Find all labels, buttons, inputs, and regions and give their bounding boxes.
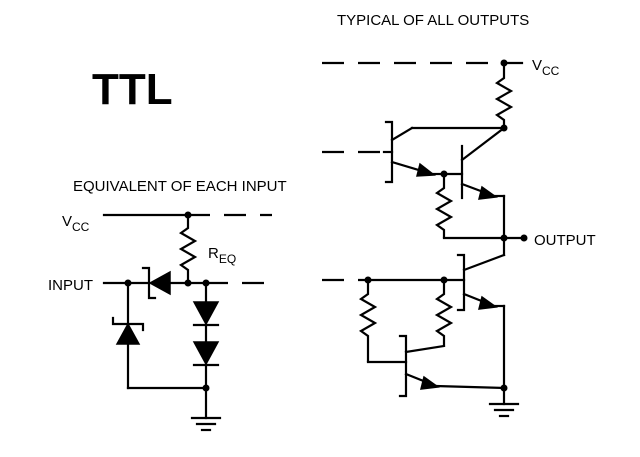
- schottky-bar: [141, 266, 157, 300]
- title-ttl: TTL: [92, 65, 173, 114]
- input-label: INPUT: [48, 277, 93, 294]
- base-resistor-left: [358, 280, 378, 362]
- schottky-diode-input: [148, 270, 171, 296]
- output-terminal: [520, 234, 528, 242]
- upper-output-transistor: [442, 126, 506, 240]
- input-ground-icon: [190, 416, 222, 432]
- output-circuit: VCC: [322, 57, 596, 418]
- output-label: OUTPUT: [534, 232, 596, 249]
- output-vcc-label: VCC: [532, 57, 560, 78]
- req-label: REQ: [208, 245, 236, 266]
- series-diode-2: [192, 341, 220, 366]
- pullup-resistor: [494, 63, 514, 128]
- base-resistor-right: [434, 280, 454, 346]
- series-diode-1: [192, 301, 220, 326]
- output-ground-icon: [488, 402, 520, 418]
- driver-transistor: [322, 120, 446, 184]
- clamp-schottky-bar: [111, 316, 145, 332]
- emitter-resistor: [434, 174, 454, 238]
- inputs-heading: EQUIVALENT OF EACH INPUT: [73, 178, 287, 195]
- junction-dot: [202, 384, 210, 392]
- req-resistor: [178, 215, 198, 282]
- clamp-diode: [115, 322, 141, 345]
- outputs-heading: TYPICAL OF ALL OUTPUTS: [337, 12, 529, 29]
- squaring-transistor: [366, 334, 506, 398]
- lower-output-transistor: [456, 236, 506, 390]
- junction-dot: [184, 279, 192, 287]
- input-vcc-label: VCC: [62, 213, 90, 234]
- input-equivalent-circuit: VCC REQ INPUT: [48, 211, 272, 432]
